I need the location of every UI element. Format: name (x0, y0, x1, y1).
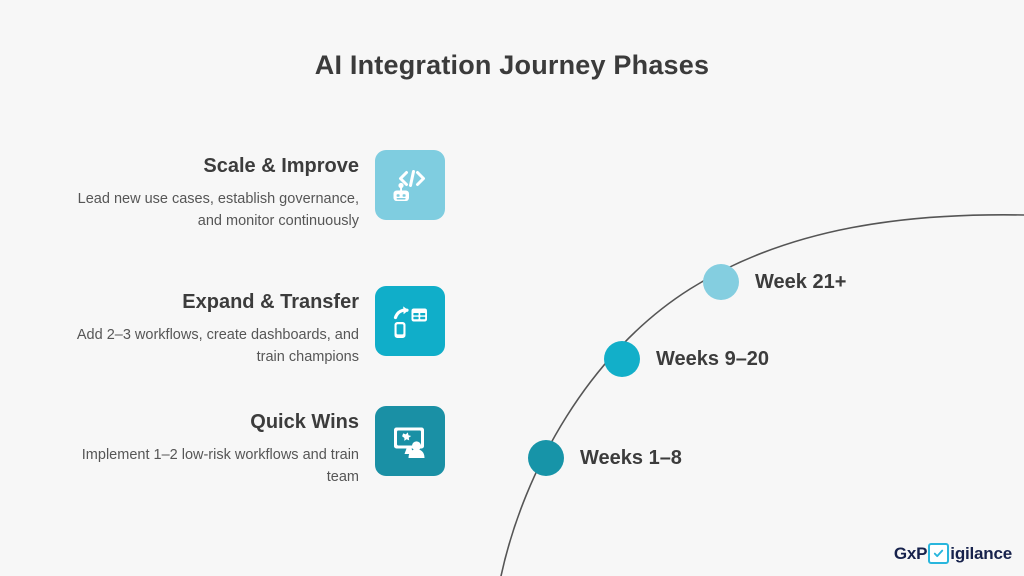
phase-list: Scale & Improve Lead new use cases, esta… (60, 150, 445, 489)
logo-suffix: igilance (950, 543, 1012, 563)
milestone-label: Weeks 1–8 (580, 446, 682, 469)
milestone-weeks-1-8[interactable]: Weeks 1–8 (528, 440, 682, 476)
robot-code-icon (375, 150, 445, 220)
phase-text: Quick Wins Implement 1–2 low-risk workfl… (60, 406, 359, 489)
phase-title: Scale & Improve (203, 155, 359, 177)
milestone-dot (604, 341, 640, 377)
phase-item-quick-wins[interactable]: Quick Wins Implement 1–2 low-risk workfl… (60, 405, 445, 489)
milestone-label: Weeks 9–20 (656, 347, 770, 370)
phase-item-expand-transfer[interactable]: Expand & Transfer Add 2–3 workflows, cre… (60, 285, 445, 369)
phase-item-scale-improve[interactable]: Scale & Improve Lead new use cases, esta… (60, 150, 445, 233)
phase-description: Implement 1–2 low-risk workflows and tra… (81, 446, 359, 486)
device-transfer-table-icon (375, 285, 445, 356)
logo-prefix: GxP (893, 543, 928, 563)
curve-path (500, 214, 1024, 576)
milestone-weeks-9-20[interactable]: Weeks 9–20 (604, 341, 769, 377)
milestone-dot (528, 440, 564, 476)
phase-description: Lead new use cases, establish governance… (77, 191, 359, 230)
milestone-week-21-plus[interactable]: Week 21+ (703, 264, 846, 300)
phase-description: Add 2–3 workflows, create dashboards, an… (76, 326, 359, 366)
brand-logo: GxP igilance (894, 543, 1012, 564)
logo-checkbox-icon (928, 543, 950, 564)
presentation-person-icon (375, 405, 445, 476)
milestone-label: Week 21+ (755, 270, 847, 293)
milestone-dot (703, 264, 739, 300)
phase-text: Scale & Improve Lead new use cases, esta… (60, 150, 359, 233)
phase-title: Quick Wins (250, 410, 359, 433)
phase-title: Expand & Transfer (182, 290, 359, 313)
page-title: AI Integration Journey Phases (314, 50, 710, 80)
phase-text: Expand & Transfer Add 2–3 workflows, cre… (60, 286, 359, 369)
